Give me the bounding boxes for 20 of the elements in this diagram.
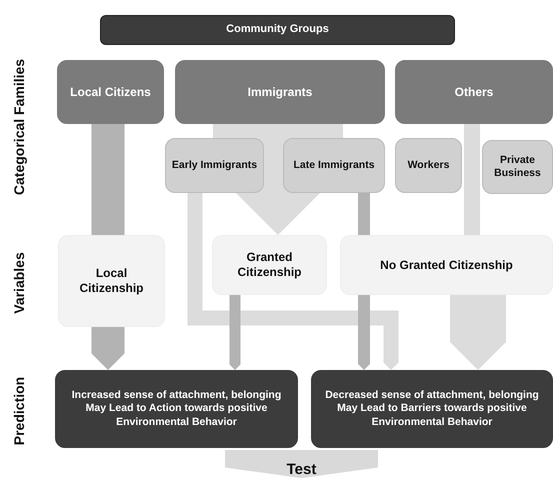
prediction-box: Increased sense of attachment, belonging May Lead to Action towards positive Environmental Behavior <box>55 370 298 448</box>
band-arrow <box>230 295 240 370</box>
variable-box: No Granted Citizenship <box>340 235 553 295</box>
variable-box: Granted Citizenship <box>212 235 327 295</box>
category-box: Local Citizens <box>57 60 164 124</box>
category-box: Immigrants <box>175 60 385 124</box>
band-arrow <box>188 193 398 370</box>
subcategory-box: Early Immigrants <box>165 138 264 193</box>
row-label: Prediction <box>11 376 27 446</box>
subcategory-box: Workers <box>395 138 462 193</box>
variable-box: Local Citizenship <box>58 235 165 327</box>
subcategory-box: Late Immigrants <box>283 138 385 193</box>
band-arrow <box>92 327 124 370</box>
header-box: Community Groups <box>100 15 455 45</box>
row-label: Categorical Families <box>11 58 27 196</box>
subcategory-box: Private Business <box>482 140 553 194</box>
band-arrow <box>358 295 370 370</box>
category-box: Others <box>395 60 553 124</box>
row-label: Variables <box>11 252 27 314</box>
prediction-box: Decreased sense of attachment, belonging May Lead to Barriers towards positive Environmental Behavior <box>311 370 553 448</box>
